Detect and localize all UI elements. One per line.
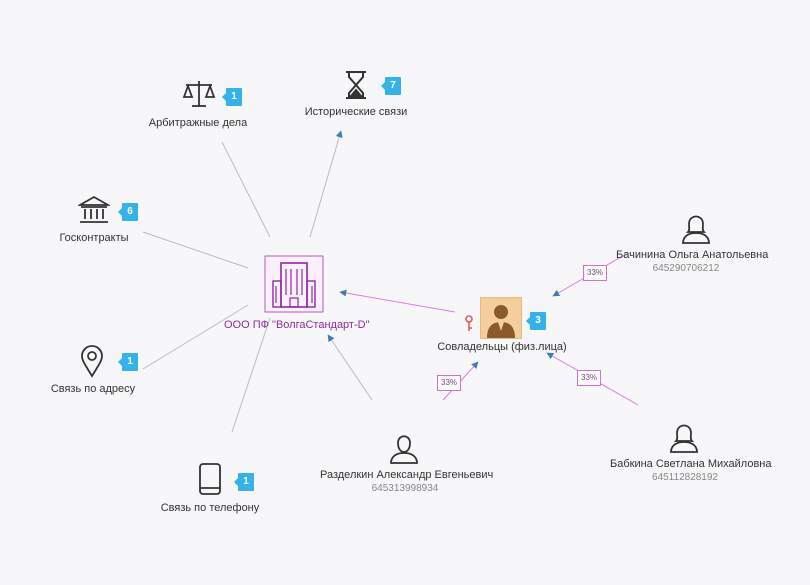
female-person-icon[interactable] xyxy=(668,419,700,458)
share-label: 33% xyxy=(583,265,608,281)
share-label: 33% xyxy=(577,370,602,386)
person-inn: 645112828192 xyxy=(652,472,718,483)
edge-razdelkin-company xyxy=(327,334,373,401)
historical-count-badge: 7 xyxy=(381,77,401,95)
scales-icon[interactable] xyxy=(182,78,216,115)
coowners-label: Совладельцы (физ.лица) xyxy=(437,341,567,353)
person-name: Бачинина Ольга Анатольевна xyxy=(616,249,769,261)
person-node-babkina[interactable]: Бабкина Светлана Михайловна 645112828192 xyxy=(610,458,772,483)
address-node[interactable]: Связь по адресу xyxy=(33,383,153,395)
edge-phone xyxy=(231,317,271,433)
hourglass-icon[interactable] xyxy=(343,69,369,106)
historical-label: Исторические связи xyxy=(304,106,408,118)
coowners-node[interactable]: Совладельцы (физ.лица) xyxy=(432,341,572,353)
edge-arbitration xyxy=(221,141,271,238)
historical-node[interactable]: Исторические связи xyxy=(286,106,426,118)
edge-coowners-company xyxy=(339,289,456,313)
phone-label: Связь по телефону xyxy=(160,502,260,514)
phone-icon[interactable] xyxy=(198,462,222,501)
key-icon xyxy=(464,315,474,338)
person-name: Разделкин Александр Евгеньевич xyxy=(320,469,494,481)
male-person-icon[interactable] xyxy=(388,430,420,469)
arbitration-count-badge: 1 xyxy=(222,88,242,106)
person-name: Бабкина Светлана Михайловна xyxy=(610,458,772,470)
arbitration-node[interactable]: Арбитражные дела xyxy=(128,117,268,129)
female-person-icon[interactable] xyxy=(680,210,712,249)
arbitration-label: Арбитражные дела xyxy=(148,117,248,129)
person-inn: 645290706212 xyxy=(652,263,720,274)
share-label: 33% xyxy=(437,375,462,391)
phone-node[interactable]: Связь по телефону xyxy=(150,502,270,514)
edge-historical xyxy=(309,130,343,238)
bank-building-icon[interactable] xyxy=(76,195,112,230)
phone-count-badge: 1 xyxy=(234,473,254,491)
company-node[interactable]: ООО ПФ "ВолгаСтандарт-D" xyxy=(224,319,370,331)
contracts-count-badge: 6 xyxy=(118,203,138,221)
contracts-label: Госконтракты xyxy=(59,232,129,244)
person-node-razdelkin[interactable]: Разделкин Александр Евгеньевич 645313998… xyxy=(320,469,494,494)
company-name: ООО ПФ "ВолгаСтандарт-D" xyxy=(224,319,370,331)
person-inn: 645313998934 xyxy=(371,483,439,494)
person-node-bachinina[interactable]: Бачинина Ольга Анатольевна 645290706212 xyxy=(616,249,769,274)
company-building-icon[interactable] xyxy=(264,255,324,318)
location-pin-icon[interactable] xyxy=(80,344,104,383)
edge-contracts xyxy=(142,231,249,269)
address-count-badge: 1 xyxy=(118,353,138,371)
address-label: Связь по адресу xyxy=(50,383,136,395)
edge-address xyxy=(142,304,249,370)
contracts-node[interactable]: Госконтракты xyxy=(34,232,154,244)
coowner-person-icon[interactable] xyxy=(479,296,523,344)
coowners-count-badge: 3 xyxy=(526,312,546,330)
